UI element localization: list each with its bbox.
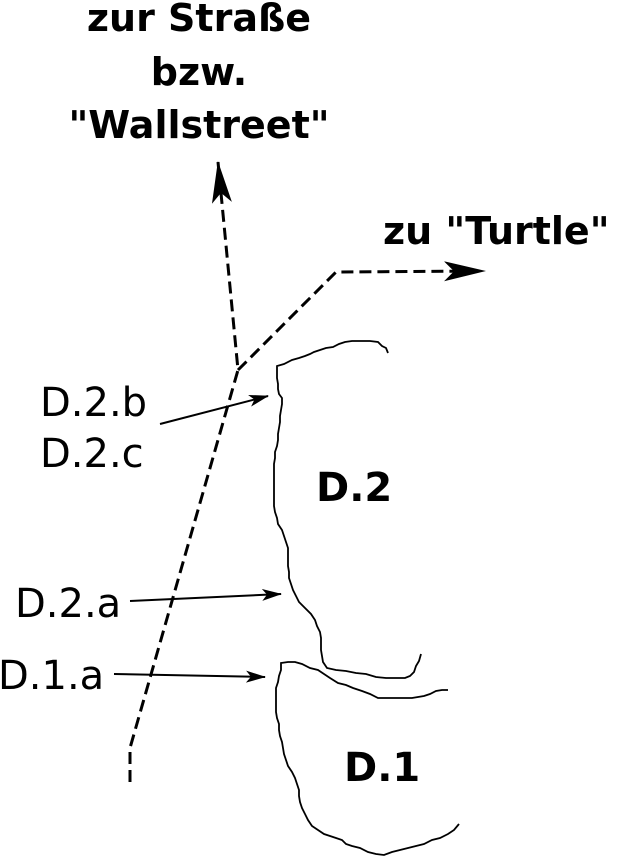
turtle-dashed-route xyxy=(236,261,486,372)
marker-label-d1a: D.1.a xyxy=(0,653,104,699)
area-label-d2: D.2 xyxy=(316,465,392,511)
marker-label-d2a: D.2.a xyxy=(15,581,121,627)
marker-label-d2b: D.2.b xyxy=(40,380,147,426)
area-label-d1: D.1 xyxy=(344,745,420,791)
street-direction-label-line1: zur Straße xyxy=(87,0,311,40)
turtle-direction-label: zu "Turtle" xyxy=(383,209,610,253)
d1-wall-outline xyxy=(275,661,460,856)
main-dashed-route xyxy=(128,161,240,782)
pointer-arrow-d2b-d2c xyxy=(159,394,269,425)
d2-wall-outline xyxy=(273,340,422,679)
pointer-arrow-d2a xyxy=(129,588,282,602)
pointer-arrow-d1a xyxy=(113,670,266,683)
marker-label-d2c: D.2.c xyxy=(40,431,144,477)
street-direction-label-line2: bzw. xyxy=(151,50,247,94)
street-direction-label-line3: "Wallstreet" xyxy=(68,103,329,147)
